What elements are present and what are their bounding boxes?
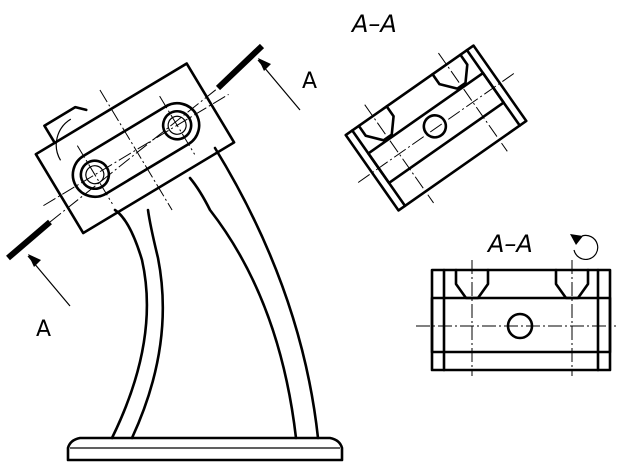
section-label-bottom: A–A bbox=[486, 230, 533, 258]
arm-outer-right bbox=[213, 146, 320, 440]
boss bbox=[43, 105, 88, 145]
main-view: A A bbox=[6, 43, 344, 462]
cut-mark-lower bbox=[6, 219, 52, 261]
cut-mark-upper bbox=[215, 43, 265, 91]
rotation-arrow-icon bbox=[570, 234, 599, 260]
arrow-label-lower: A bbox=[36, 317, 51, 342]
cross-hole-top bbox=[422, 114, 448, 139]
arm-inner-left bbox=[130, 208, 165, 440]
section-label-top: A–A bbox=[350, 10, 397, 38]
arm-outer-left bbox=[110, 208, 149, 440]
base-plate bbox=[66, 436, 344, 462]
arm-inner-right bbox=[188, 176, 298, 440]
section-view-inclined: A–A bbox=[344, 10, 528, 212]
section-view-rotated: A–A bbox=[416, 230, 616, 376]
arrow-label-upper: A bbox=[302, 69, 317, 94]
view-arrow-lower bbox=[27, 254, 71, 307]
view-arrow-upper bbox=[257, 58, 301, 111]
